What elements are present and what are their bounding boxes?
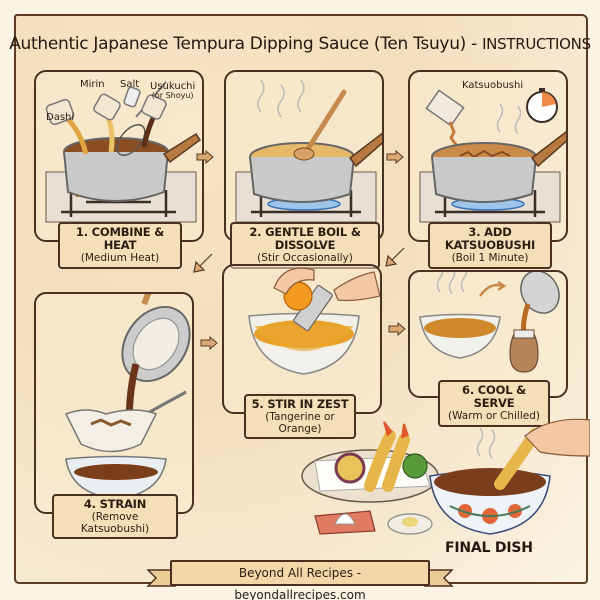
arrow-right-icon bbox=[386, 150, 404, 164]
step-1-label: 1. COMBINE & HEAT (Medium Heat) bbox=[58, 222, 182, 269]
final-dish-label: FINAL DISH bbox=[445, 540, 533, 556]
step-3-title: 3. ADD KATSUOBUSHI bbox=[444, 225, 536, 253]
stir-zest-illustration bbox=[248, 267, 380, 375]
step-4-label: 4. STRAIN (Remove Katsuobushi) bbox=[52, 494, 178, 540]
step-5-subtitle: (Tangerine or Orange) bbox=[265, 411, 335, 436]
add-katsuobushi-illustration bbox=[419, 88, 566, 223]
step-4-title: 4. STRAIN bbox=[83, 497, 147, 511]
final-dish-illustration bbox=[301, 418, 590, 535]
step-6-label: 6. COOL & SERVE (Warm or Chilled) bbox=[438, 380, 550, 427]
cool-serve-illustration bbox=[419, 272, 560, 373]
ingredient-label-salt: Salt bbox=[120, 79, 140, 90]
gentle-boil-illustration bbox=[235, 79, 382, 223]
ingredient-label-dashi: Dashi bbox=[46, 112, 75, 123]
step-2-title: 2. GENTLE BOIL & DISSOLVE bbox=[249, 225, 361, 253]
arrow-right-icon bbox=[200, 336, 218, 350]
step-6-panel bbox=[408, 270, 568, 398]
step-2-panel bbox=[224, 70, 384, 242]
step-1-title: 1. COMBINE & HEAT bbox=[75, 225, 165, 253]
title-caps: INSTRUCTIONS bbox=[482, 35, 591, 53]
katsuobushi-callout: Katsuobushi bbox=[462, 80, 524, 91]
arrow-down-left-icon bbox=[193, 253, 213, 273]
step-5-label: 5. STIR IN ZEST (Tangerine or Orange) bbox=[244, 394, 356, 440]
step-3-panel bbox=[408, 70, 568, 242]
step-1-subtitle: (Medium Heat) bbox=[80, 252, 160, 265]
ingredient-label-mirin: Mirin bbox=[80, 79, 105, 90]
step-1-panel bbox=[34, 70, 204, 242]
banner-ribbon-left bbox=[146, 569, 176, 587]
arrow-right-icon bbox=[196, 150, 214, 164]
title-main: Authentic Japanese Tempura Dipping Sauce… bbox=[9, 34, 477, 54]
footer-banner: Beyond All Recipes - beyondallrecipes.co… bbox=[170, 560, 430, 600]
step-6-subtitle: (Warm or Chilled) bbox=[448, 410, 540, 423]
arrow-right-icon bbox=[388, 322, 406, 336]
step-4-panel bbox=[34, 292, 194, 514]
step-3-label: 3. ADD KATSUOBUSHI (Boil 1 Minute) bbox=[428, 222, 552, 269]
step-6-title: 6. COOL & SERVE bbox=[462, 383, 526, 411]
step-5-panel bbox=[222, 264, 382, 414]
strain-illustration bbox=[64, 294, 191, 500]
combine-heat-illustration bbox=[45, 81, 202, 223]
banner-ribbon-right bbox=[424, 569, 454, 587]
arrow-down-left-icon bbox=[385, 247, 405, 267]
step-2-subtitle: (Stir Occasionally) bbox=[257, 252, 353, 265]
step-2-label: 2. GENTLE BOIL & DISSOLVE (Stir Occasion… bbox=[230, 222, 380, 269]
step-4-subtitle: (Remove Katsuobushi) bbox=[80, 511, 150, 536]
step-3-subtitle: (Boil 1 Minute) bbox=[451, 252, 529, 265]
step-5-title: 5. STIR IN ZEST bbox=[251, 397, 349, 411]
ingredient-label-usukuchi: Usukuchi (or Shoyu) bbox=[150, 81, 196, 100]
page-title: Authentic Japanese Tempura Dipping Sauce… bbox=[0, 34, 600, 54]
